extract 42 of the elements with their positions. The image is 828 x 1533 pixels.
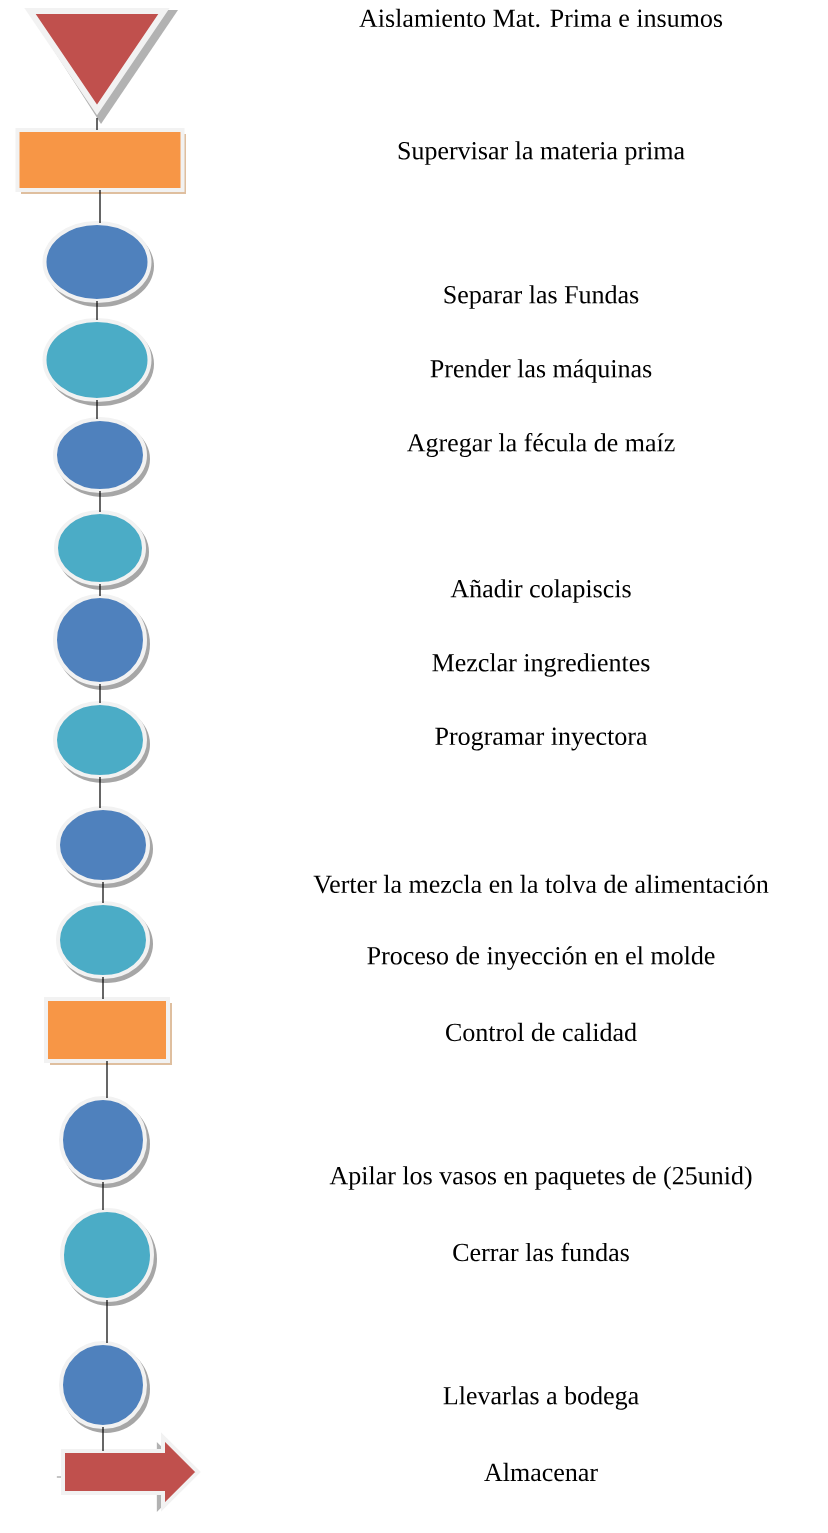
operation-circle: [56, 901, 153, 983]
connector-line: [96, 300, 98, 321]
process-box: [15, 128, 186, 194]
connector-line: [99, 776, 101, 809]
operation-circle: [42, 318, 154, 406]
connector-line: [99, 583, 101, 597]
step-label: Separar las Fundas: [444, 285, 639, 309]
step-label: Apilar los vasos en paquetes de (25unid): [329, 1166, 752, 1190]
operation-circle: [53, 594, 150, 690]
step-label: Prender las máquinas: [430, 359, 652, 383]
step-label: Mezclar ingredientes: [432, 653, 650, 677]
step-label: Llevarlas a bodega: [443, 1386, 639, 1410]
connector-line: [106, 1299, 108, 1344]
step-label: Supervisar la materia prima: [398, 141, 685, 165]
connector-line: [102, 1181, 104, 1211]
connector-line: [102, 1426, 104, 1452]
operation-circle: [59, 1096, 150, 1188]
step-label: Verter la mezcla en la tolva de alimentación: [313, 874, 769, 894]
step-label: Aislamiento Mat. Prima e insumos: [359, 8, 723, 28]
operation-circle: [53, 417, 150, 497]
operation-circle: [56, 806, 153, 888]
step-label: Agregar la fécula de maíz: [407, 433, 675, 457]
step-label: Cerrar las fundas: [453, 1242, 629, 1262]
connector-line: [99, 683, 101, 704]
step-label: Almacenar: [484, 1462, 598, 1482]
step-label: Añadir colapiscis: [450, 579, 631, 603]
connector-line: [99, 189, 101, 224]
step-label: Control de calidad: [446, 1022, 637, 1042]
operation-circle: [54, 510, 149, 590]
connector-line: [96, 117, 98, 131]
operation-circle: [60, 1208, 157, 1306]
operation-circle: [53, 701, 150, 783]
operation-circle: [59, 1341, 150, 1433]
connector-line: [106, 1060, 108, 1099]
connector-line: [99, 490, 101, 513]
connector-line: [96, 399, 98, 420]
connector-line: [102, 976, 104, 1000]
connector-line: [102, 881, 104, 904]
step-label: Programar inyectora: [435, 727, 648, 751]
operation-circle: [42, 221, 154, 307]
process-box: [44, 997, 172, 1065]
step-label: Proceso de inyección en el molde: [367, 946, 715, 970]
